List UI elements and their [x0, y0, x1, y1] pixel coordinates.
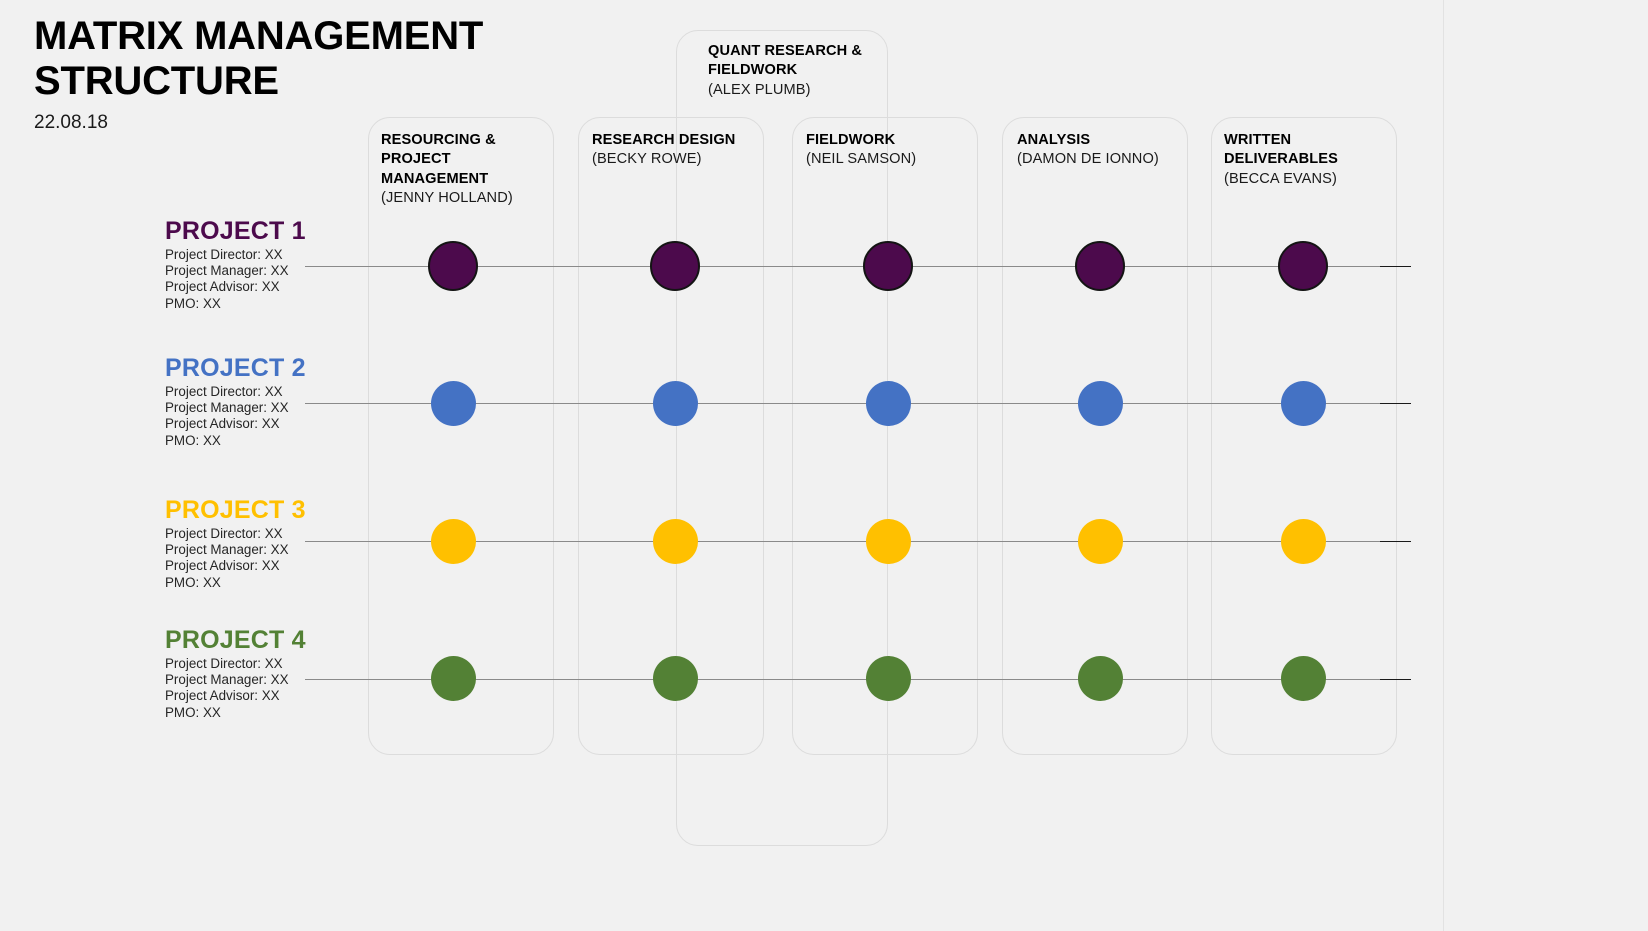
column-header-analysis: ANALYSIS (DAMON DE IONNO) — [1017, 131, 1177, 170]
column-box-resourcing-project-management[interactable] — [368, 117, 554, 755]
matrix-node-project-2-written-deliverables[interactable] — [1281, 381, 1326, 426]
matrix-node-project-2-research-design[interactable] — [653, 381, 698, 426]
column-box-research-design[interactable] — [578, 117, 764, 755]
project-name-project-3: PROJECT 3 — [165, 496, 306, 524]
row-connector-project-4 — [305, 679, 1411, 680]
column-title-resourcing-project-management: RESOURCING & PROJECT MANAGEMENT — [381, 132, 496, 187]
column-header-fieldwork: FIELDWORK (NEIL SAMSON) — [806, 131, 976, 170]
project-row-label-project-2[interactable]: PROJECT 2 Project Director: XX Project M… — [165, 356, 315, 449]
matrix-node-project-2-fieldwork[interactable] — [866, 381, 911, 426]
page-right-border — [1443, 0, 1444, 931]
project-name-project-1: PROJECT 1 — [165, 217, 306, 245]
column-owner-research-design: (BECKY ROWE) — [592, 151, 702, 168]
row-connector-project-1 — [305, 266, 1411, 267]
project-role: Project Advisor: XX — [165, 558, 280, 574]
page-title-line-1: MATRIX MANAGEMENT — [34, 14, 484, 58]
column-owner-quant-research-fieldwork: (ALEX PLUMB) — [708, 81, 811, 98]
column-owner-analysis: (DAMON DE IONNO) — [1017, 151, 1159, 168]
project-role: PMO: XX — [165, 432, 221, 448]
project-roles-project-4: Project Director: XX Project Manager: XX… — [165, 656, 315, 721]
column-title-quant-research-fieldwork: QUANT RESEARCH & FIELDWORK — [708, 43, 863, 79]
row-connector-project-2 — [305, 403, 1411, 404]
column-owner-fieldwork: (NEIL SAMSON) — [806, 151, 917, 168]
row-connector-tick-right-project-3 — [1380, 541, 1411, 542]
column-box-quant-research-fieldwork[interactable] — [676, 30, 888, 846]
matrix-node-project-1-fieldwork[interactable] — [863, 241, 913, 291]
project-role: Project Director: XX — [165, 526, 283, 541]
matrix-node-project-3-fieldwork[interactable] — [866, 519, 911, 564]
matrix-node-project-3-written-deliverables[interactable] — [1281, 519, 1326, 564]
matrix-node-project-4-resourcing-project-management[interactable] — [431, 656, 476, 701]
project-role: PMO: XX — [165, 704, 221, 720]
project-role: Project Manager: XX — [165, 672, 289, 688]
matrix-node-project-4-research-design[interactable] — [653, 656, 698, 701]
matrix-node-project-2-resourcing-project-management[interactable] — [431, 381, 476, 426]
row-connector-tick-right-project-1 — [1380, 266, 1411, 267]
column-header-quant-research-fieldwork: QUANT RESEARCH & FIELDWORK (ALEX PLUMB) — [708, 42, 894, 100]
column-header-written-deliverables: WRITTEN DELIVERABLES (BECCA EVANS) — [1224, 131, 1390, 189]
project-role: Project Manager: XX — [165, 542, 289, 558]
matrix-node-project-3-analysis[interactable] — [1078, 519, 1123, 564]
column-owner-resourcing-project-management: (JENNY HOLLAND) — [381, 190, 513, 207]
column-title-written-deliverables: WRITTEN DELIVERABLES — [1224, 132, 1338, 168]
project-row-label-project-1[interactable]: PROJECT 1 Project Director: XX Project M… — [165, 219, 315, 312]
project-name-project-2: PROJECT 2 — [165, 354, 306, 382]
title-block: MATRIX MANAGEMENT STRUCTURE 22.08.18 — [34, 14, 654, 134]
project-role: Project Director: XX — [165, 384, 283, 399]
matrix-node-project-4-written-deliverables[interactable] — [1281, 656, 1326, 701]
matrix-node-project-1-analysis[interactable] — [1075, 241, 1125, 291]
column-header-resourcing-project-management: RESOURCING & PROJECT MANAGEMENT (JENNY H… — [381, 131, 547, 209]
column-box-written-deliverables[interactable] — [1211, 117, 1397, 755]
column-header-research-design: RESEARCH DESIGN (BECKY ROWE) — [592, 131, 762, 170]
project-role: PMO: XX — [165, 574, 221, 590]
matrix-node-project-1-written-deliverables[interactable] — [1278, 241, 1328, 291]
project-row-label-project-3[interactable]: PROJECT 3 Project Director: XX Project M… — [165, 498, 315, 591]
column-title-analysis: ANALYSIS — [1017, 132, 1091, 148]
project-role: Project Director: XX — [165, 656, 283, 671]
matrix-node-project-3-research-design[interactable] — [653, 519, 698, 564]
project-roles-project-3: Project Director: XX Project Manager: XX… — [165, 526, 315, 591]
page-title-line-2: STRUCTURE — [34, 58, 279, 103]
column-box-analysis[interactable] — [1002, 117, 1188, 755]
row-connector-tick-right-project-2 — [1380, 403, 1411, 404]
project-role: Project Advisor: XX — [165, 416, 280, 432]
project-role: Project Manager: XX — [165, 400, 289, 416]
column-owner-written-deliverables: (BECCA EVANS) — [1224, 170, 1337, 187]
project-name-project-4: PROJECT 4 — [165, 626, 306, 654]
matrix-node-project-4-analysis[interactable] — [1078, 656, 1123, 701]
row-connector-project-3 — [305, 541, 1411, 542]
page-title: MATRIX MANAGEMENT STRUCTURE — [34, 14, 654, 104]
project-role: PMO: XX — [165, 295, 221, 311]
row-connector-tick-right-project-4 — [1380, 679, 1411, 680]
project-role: Project Advisor: XX — [165, 688, 280, 704]
column-title-fieldwork: FIELDWORK — [806, 132, 896, 148]
project-role: Project Director: XX — [165, 247, 283, 262]
project-row-label-project-4[interactable]: PROJECT 4 Project Director: XX Project M… — [165, 628, 315, 721]
matrix-node-project-4-fieldwork[interactable] — [866, 656, 911, 701]
column-box-fieldwork[interactable] — [792, 117, 978, 755]
project-roles-project-1: Project Director: XX Project Manager: XX… — [165, 247, 315, 312]
matrix-node-project-2-analysis[interactable] — [1078, 381, 1123, 426]
project-role: Project Manager: XX — [165, 263, 289, 279]
column-title-research-design: RESEARCH DESIGN — [592, 132, 736, 148]
date-label: 22.08.18 — [34, 111, 108, 133]
project-roles-project-2: Project Director: XX Project Manager: XX… — [165, 384, 315, 449]
matrix-node-project-1-research-design[interactable] — [650, 241, 700, 291]
matrix-node-project-1-resourcing-project-management[interactable] — [428, 241, 478, 291]
matrix-node-project-3-resourcing-project-management[interactable] — [431, 519, 476, 564]
project-role: Project Advisor: XX — [165, 279, 280, 295]
